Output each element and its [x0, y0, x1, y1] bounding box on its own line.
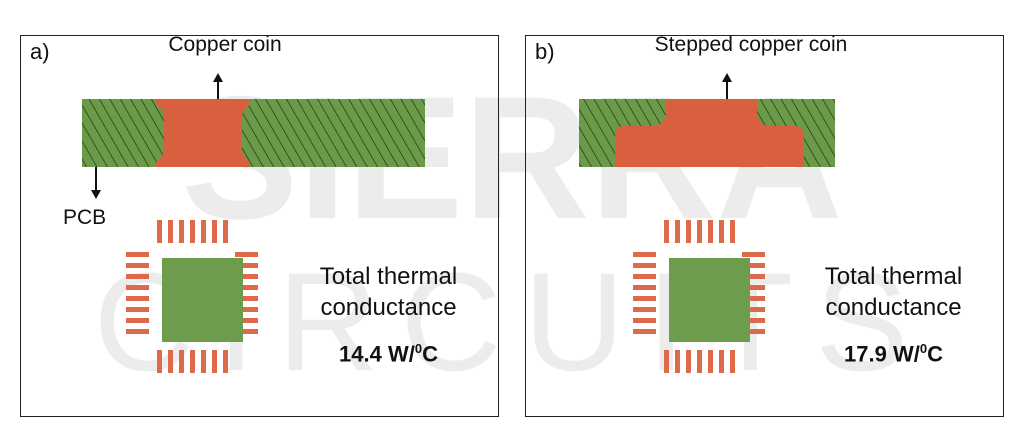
coin-arrowhead: [213, 73, 223, 82]
conductance-value: 14.4 W/0C: [339, 341, 438, 367]
conductance-value: 17.9 W/0C: [844, 341, 943, 367]
panel-label: a): [30, 39, 50, 64]
copper-coin: [156, 99, 250, 167]
panel-stepped-copper-coin: b) Stepped copper coin Total thermal con…: [525, 33, 1004, 417]
thermal-conductance-text: Total thermal conductance 14.4 W/0C: [281, 261, 496, 369]
panel-copper-coin: a) Copper coin PCB Total thermal conduct…: [20, 33, 499, 417]
panel-label: b): [535, 39, 555, 64]
perf-line1: Total thermal: [319, 263, 458, 290]
copper-coin-diagram: [82, 73, 425, 373]
thermal-pad: [669, 258, 750, 342]
stepped-coin-diagram: [579, 73, 835, 373]
coin-arrowhead: [722, 73, 732, 82]
thermal-conductance-text: Total thermal conductance 17.9 W/0C: [786, 261, 1001, 369]
pcb-label: PCB: [63, 206, 107, 229]
pcb-cross-section: [82, 99, 425, 167]
coin-label: Stepped copper coin: [654, 33, 848, 56]
thermal-pad: [162, 258, 243, 342]
perf-line2: conductance: [825, 294, 962, 321]
pcb-arrowhead: [91, 190, 101, 199]
stepped-copper-coin: [615, 99, 804, 167]
qfn-package: [633, 220, 765, 373]
qfn-package: [126, 220, 258, 373]
coin-label: Copper coin: [168, 33, 282, 56]
perf-line1: Total thermal: [824, 263, 963, 290]
perf-line2: conductance: [320, 294, 457, 321]
